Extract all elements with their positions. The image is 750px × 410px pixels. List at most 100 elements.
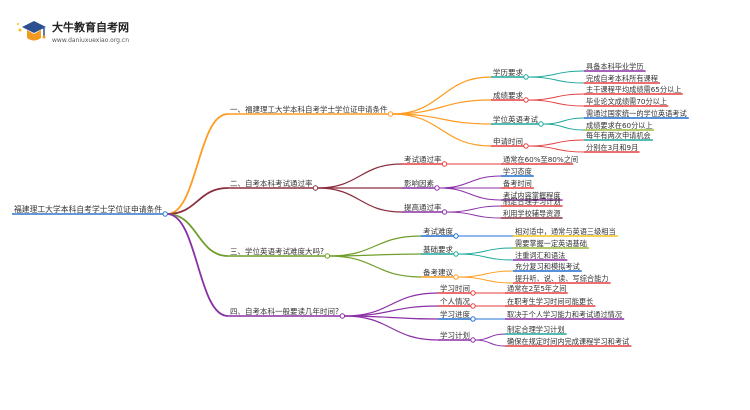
- topic-node: 学习计划: [440, 330, 470, 340]
- leaf-node: 需通过国家统一的学位英语考试: [586, 109, 687, 118]
- leaf-node: 注重词汇和语法: [515, 251, 565, 260]
- topic-node: 提高通过率: [404, 202, 442, 212]
- leaf-node: 取决于个人学习能力和考试通过情况: [507, 310, 622, 319]
- connector-line: [344, 305, 439, 317]
- connector-line: [329, 235, 422, 257]
- connector-line: [457, 253, 514, 261]
- leaf-node: 分别在3月和9月: [586, 143, 638, 152]
- connector-line: [392, 99, 492, 115]
- connector-line: [542, 123, 585, 131]
- node-connector-dot: [162, 211, 168, 217]
- node-connector-dot: [441, 209, 448, 215]
- connector-line: [527, 70, 585, 78]
- connector-line: [527, 93, 585, 101]
- connector-line: [344, 292, 439, 317]
- leaf-node: 制定合理学习计划: [507, 325, 565, 334]
- topic-node: 备考建议: [423, 267, 453, 277]
- branch-node: 二、自考本科考试通过率: [230, 178, 313, 188]
- leaf-node: 提升听、说、读、写综合能力: [515, 274, 608, 283]
- connector-line: [167, 187, 229, 215]
- leaf-node: 成绩要求在60分以上: [586, 121, 653, 130]
- connector-line: [457, 270, 514, 278]
- node-connector-dot: [453, 274, 459, 280]
- connector-line: [438, 175, 502, 189]
- topic-node: 学习时间: [440, 283, 470, 293]
- connector-line: [446, 205, 502, 213]
- leaf-node: 具备本科毕业学历: [586, 62, 644, 71]
- connector-line: [542, 117, 585, 125]
- topic-node: 学历要求: [493, 67, 523, 77]
- leaf-node: 利用学校辅导资源: [503, 209, 561, 218]
- connector-lines: [167, 70, 585, 347]
- node-connector-dot: [434, 185, 440, 191]
- topic-node: 基础要求: [423, 244, 453, 254]
- connector-line: [317, 163, 403, 189]
- node-connector-dot: [470, 337, 476, 343]
- node-connector-dot: [453, 233, 459, 239]
- leaf-node: 在职考生学习时间可能更长: [507, 297, 593, 306]
- connector-line: [329, 255, 422, 278]
- connector-line: [329, 253, 422, 257]
- connector-line: [392, 113, 492, 147]
- branch-node: 一、福建理工大学本科自考学士学位证申请条件: [230, 104, 388, 114]
- leaf-node: 相对适中，通常与英语三级相当: [515, 227, 616, 236]
- connector-line: [457, 276, 514, 284]
- node-connector-dot: [470, 316, 476, 322]
- brand-name: 大牛教育自考网: [52, 20, 129, 34]
- node-connector-dot: [523, 143, 529, 149]
- branch-node: 四、自考本科一般要读几年时间?: [230, 306, 339, 316]
- connector-line: [317, 187, 403, 213]
- connector-line: [438, 187, 502, 201]
- leaf-node: 充分复习和模拟考试: [515, 262, 580, 271]
- leaf-node: 制定合理学习计划: [503, 197, 561, 206]
- topic-node: 成绩要求: [493, 90, 523, 100]
- connector-line: [474, 339, 506, 347]
- topic-node: 影响因素: [404, 178, 434, 188]
- node-connector-dot: [523, 97, 529, 103]
- topic-node: 申请时间: [493, 136, 523, 146]
- node-connector-dot: [453, 251, 459, 257]
- brand-url: www.daniuxuexiao.org.cn: [52, 37, 129, 44]
- node-connector-dot: [538, 121, 544, 127]
- branch-node: 三、学位英语考试难度大吗?: [230, 246, 324, 256]
- connector-line: [527, 139, 585, 147]
- node-connector-dot: [387, 111, 394, 117]
- topic-node: 考试通过率: [404, 154, 442, 164]
- connector-line: [446, 211, 502, 219]
- leaf-node: 考试内容掌握程度: [503, 191, 561, 200]
- node-connector-dot: [339, 313, 346, 319]
- topic-node: 学位英语考试: [493, 114, 538, 124]
- connector-line: [344, 315, 439, 341]
- connector-line: [167, 113, 229, 215]
- connector-line: [474, 333, 506, 341]
- leaf-node: 备考时间: [503, 179, 532, 188]
- leaf-node: 学习态度: [503, 167, 532, 176]
- node-connector-dot: [470, 290, 476, 296]
- root-node: 福建理工大学本科自考学士学位证申请条件: [14, 204, 162, 214]
- graduation-cap-icon: [17, 21, 46, 41]
- node-connector-dot: [441, 161, 448, 167]
- leaf-node: 每年有两次申请机会: [586, 131, 651, 140]
- connector-line: [392, 113, 492, 125]
- topic-node: 考试难度: [423, 226, 453, 236]
- connector-line: [527, 76, 585, 84]
- topic-node: 个人情况: [440, 296, 470, 306]
- mindmap-nodes: 福建理工大学本科自考学士学位证申请条件 一、福建理工大学本科自考学士学位证申请条件…: [12, 62, 689, 347]
- node-connector-dot: [324, 253, 331, 259]
- leaf-node: 主干课程平均成绩需65分以上: [586, 85, 681, 94]
- leaf-node: 需要掌握一定英语基础: [515, 239, 587, 248]
- leaf-node: 确保在规定时间内完成课程学习和考试: [507, 337, 629, 346]
- connector-line: [392, 76, 492, 115]
- leaf-node: 通常在2至5年之间: [507, 284, 566, 293]
- node-connector-dot: [523, 74, 529, 80]
- leaf-node: 通常在60%至80%之间: [503, 155, 578, 164]
- leaf-node: 完成自考本科所有课程: [586, 74, 658, 83]
- topic-node: 学习进度: [440, 309, 470, 319]
- connector-line: [167, 213, 229, 317]
- connector-line: [527, 145, 585, 153]
- connector-line: [167, 213, 229, 257]
- connector-line: [457, 247, 514, 255]
- node-connector-dot: [470, 303, 476, 309]
- leaf-node: 毕业论文成绩需70分以上: [586, 97, 667, 106]
